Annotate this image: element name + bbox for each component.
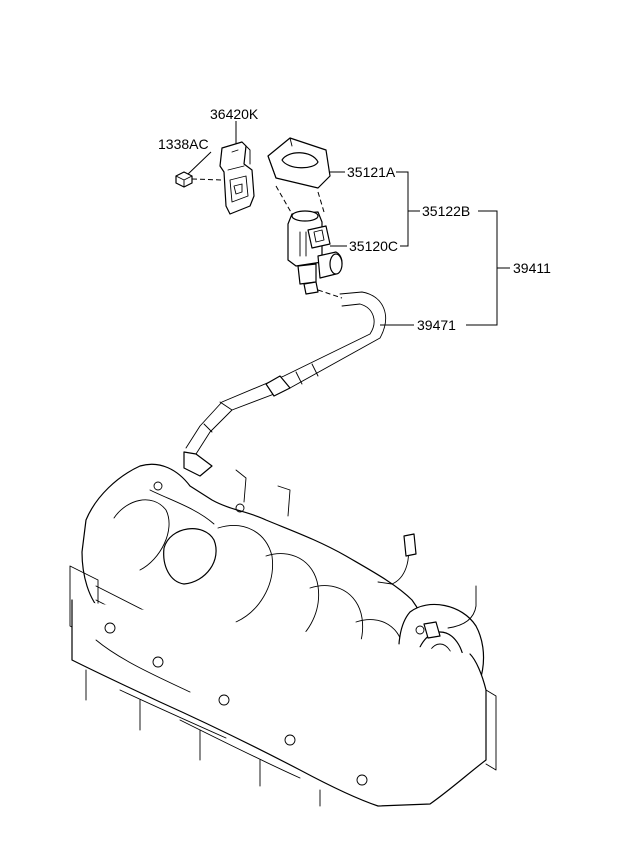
bracket-drawing [219, 141, 255, 215]
label-bolt[interactable]: 1338AC [158, 136, 209, 152]
label-hose[interactable]: 39471 [417, 317, 456, 333]
leader-lines [185, 121, 510, 326]
engine-drawing [69, 463, 497, 807]
cover-drawing [267, 137, 331, 215]
label-bracket[interactable]: 36420K [210, 106, 259, 122]
label-solenoid-valve[interactable]: 35120C [349, 238, 398, 254]
hose-drawing [183, 289, 387, 477]
bolt-drawing [175, 171, 223, 188]
label-valve-assy[interactable]: 35122B [422, 203, 470, 219]
label-hose-assy[interactable]: 39411 [513, 260, 551, 276]
part-labels: 36420K 1338AC 35121A 35122B 35120C 39411… [158, 106, 551, 333]
solenoid-valve-drawing [287, 210, 343, 295]
label-cover[interactable]: 35121A [347, 164, 396, 180]
